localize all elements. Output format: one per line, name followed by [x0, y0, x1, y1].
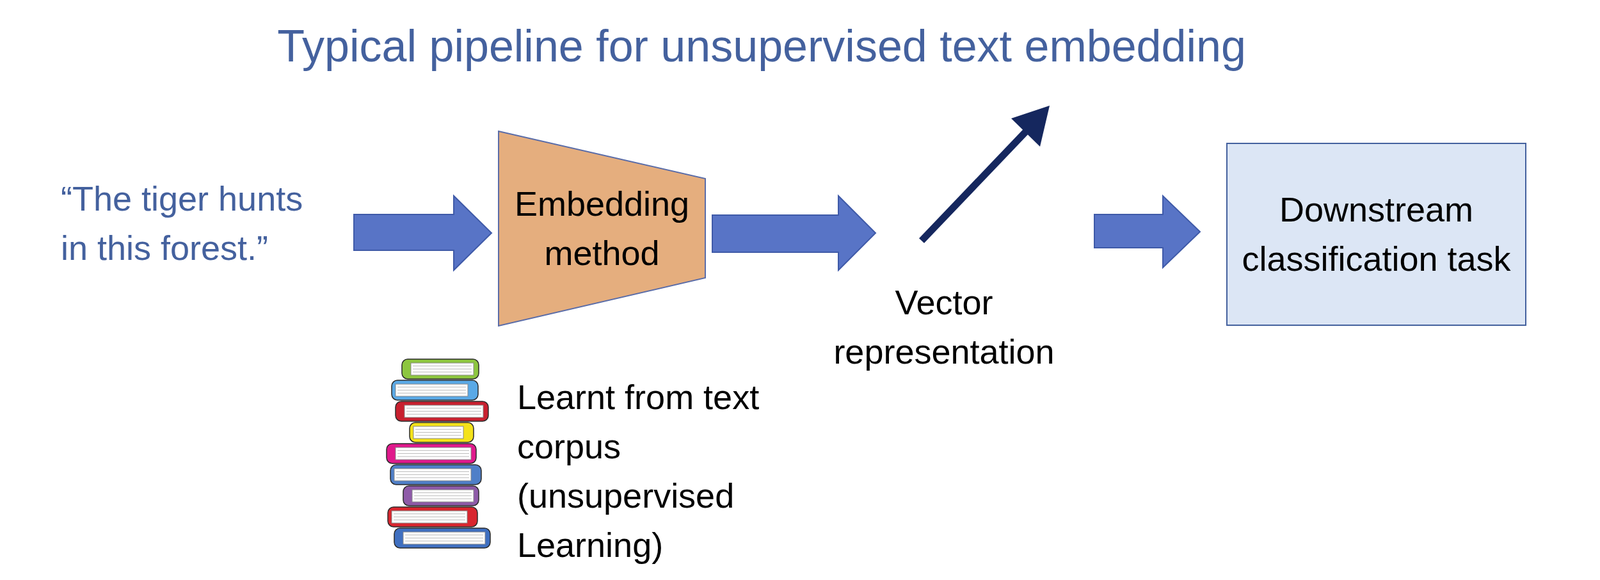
vector-label: Vector representation: [809, 277, 1079, 377]
task-box: Downstream classification task: [1226, 142, 1527, 326]
book: [386, 443, 477, 464]
page-line: [406, 407, 482, 409]
page-line: [396, 474, 470, 475]
input-sentence: “The tiger hunts in this forest.”: [60, 174, 336, 273]
page-line: [397, 392, 466, 394]
book-pages: [394, 468, 472, 481]
page-line: [397, 456, 470, 457]
book-pages: [410, 362, 474, 376]
book-pages: [404, 405, 484, 418]
book: [401, 359, 479, 379]
page-line: [393, 513, 466, 514]
page-line: [397, 389, 466, 391]
page-line: [405, 540, 484, 542]
book: [391, 380, 479, 400]
node-outline: [1226, 142, 1527, 326]
embedding-trapezoid: Embedding method: [497, 130, 706, 327]
book: [394, 528, 491, 548]
diagram-title: Typical pipeline for unsupervised text e…: [217, 17, 1306, 75]
book-pages: [395, 447, 472, 460]
book: [390, 464, 482, 485]
book-pages: [412, 489, 474, 502]
page-line: [412, 365, 472, 367]
page-line: [414, 495, 472, 496]
page-line: [393, 516, 466, 518]
page-line: [414, 492, 472, 493]
node-text: Embedding method: [507, 179, 697, 278]
page-line: [397, 449, 470, 451]
book-pages: [413, 426, 464, 439]
page-line: [414, 498, 472, 500]
page-line: [396, 477, 470, 479]
page-line: [415, 428, 462, 430]
node-outline: [497, 130, 706, 327]
page-line: [412, 371, 472, 373]
book: [395, 401, 489, 422]
block-arrow: [1094, 195, 1200, 268]
page-line: [393, 519, 466, 521]
page-line: [412, 368, 472, 370]
page-line: [415, 432, 462, 433]
page-line: [406, 410, 482, 412]
book-pages: [395, 384, 468, 397]
corpus-note: Learnt from text corpus (unsupervised Le…: [517, 372, 761, 570]
page-line: [405, 534, 484, 536]
block-arrow: [353, 195, 492, 271]
page-line: [397, 453, 470, 454]
block-arrow: [712, 195, 876, 271]
page-line: [406, 414, 482, 415]
book-pages: [403, 531, 486, 544]
vector-arrow: [921, 125, 1032, 241]
page-line: [405, 537, 484, 539]
book-stack: [386, 359, 491, 548]
page-line: [397, 386, 466, 388]
page-line: [415, 435, 462, 436]
vector-arrowhead: [1011, 105, 1050, 147]
page-line: [396, 471, 470, 472]
node-text: Downstream classification task: [1235, 184, 1517, 284]
book: [409, 422, 474, 443]
book: [403, 485, 479, 506]
book: [387, 506, 478, 527]
book-pages: [391, 510, 468, 523]
